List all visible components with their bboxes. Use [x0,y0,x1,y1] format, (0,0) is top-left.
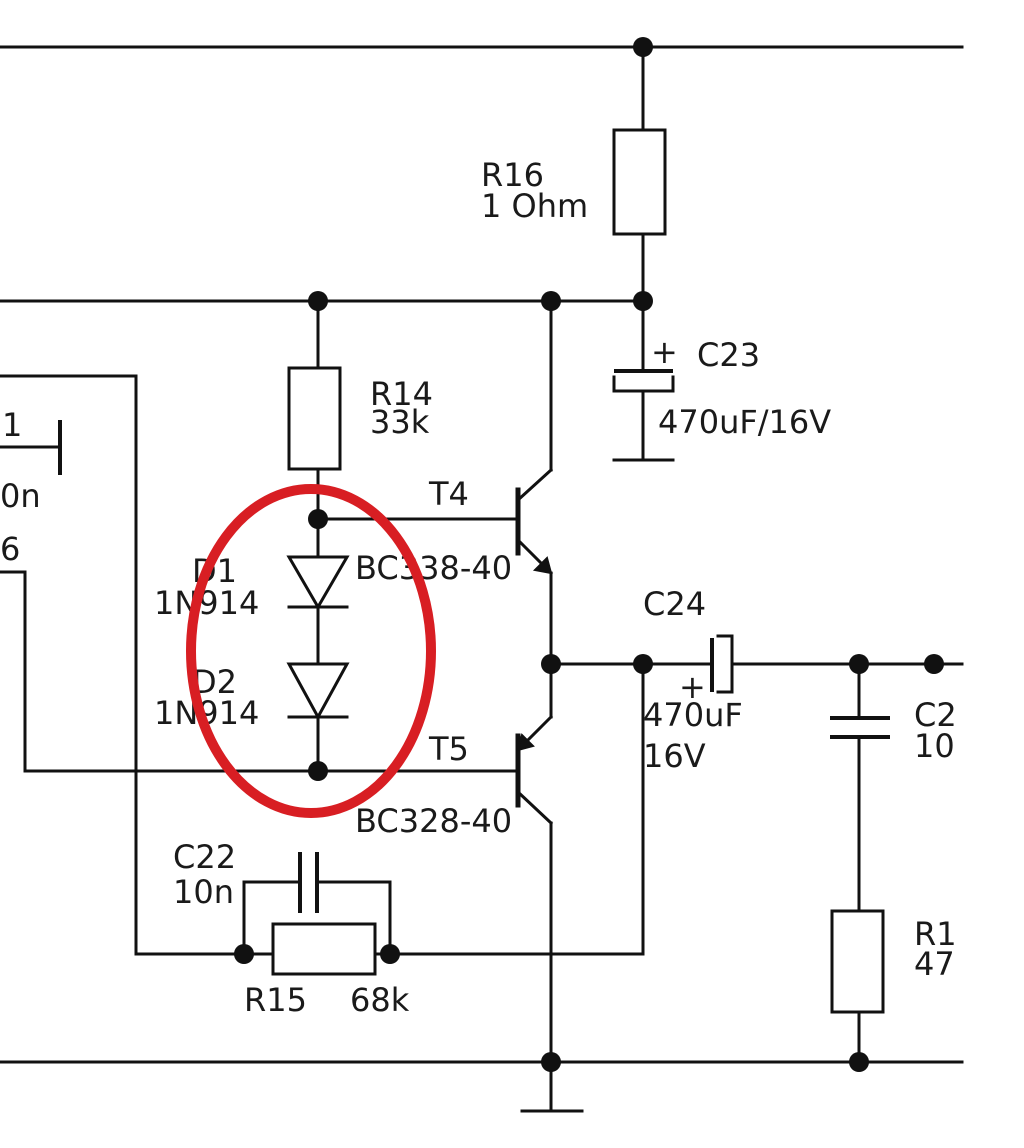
r17-value: 47 [914,945,955,983]
c25-capacitor [830,662,890,913]
d1-diode [286,509,350,666]
c23-name: C23 [697,336,760,374]
c24-plus: + [679,668,706,706]
r14-value: 33k [370,403,430,441]
c22-name: C22 [173,838,236,876]
crop-edge [964,0,1024,1148]
c23-value: 470uF/16V [658,403,831,441]
r17-name: R1 [914,915,957,953]
second-rail [0,291,653,311]
c23-capacitor [612,299,675,462]
c23-plus: + [651,333,678,371]
d1-type: 1N914 [154,584,259,622]
feedback-network [134,662,645,976]
top-supply-rail [0,37,964,57]
r14-resistor [287,299,342,521]
ground-rail [0,1052,964,1072]
left-label-fragment-1: 1 [2,406,22,444]
left-label-fragment-3: 6 [0,530,20,568]
highlight-circle [186,484,436,818]
t5-transistor [23,662,554,1064]
r15-name: R15 [244,981,307,1019]
c25-name: C2 [914,696,957,734]
r14-name: R14 [370,375,433,413]
c25-value: 10 [914,727,955,765]
t5-type: BC328-40 [355,802,512,840]
t4-name: T4 [428,475,469,513]
d2-diode [286,662,350,781]
left-label-fragment-2: 0n [0,477,41,515]
t4-type: BC338-40 [355,549,512,587]
r16-resistor [612,45,667,303]
r15-value: 68k [350,981,410,1019]
t5-name: T5 [428,730,469,768]
ground-symbol [520,1060,584,1113]
c24-capacitor [710,634,964,694]
c24-name: C24 [643,585,706,623]
r16-name: R16 [481,156,544,194]
r17-resistor [830,909,885,1064]
c24-voltage: 16V [643,737,706,775]
r16-value: 1 Ohm [481,187,588,225]
left-input-wiring [0,374,138,956]
t4-transistor [316,299,554,666]
c24-value: 470uF [643,696,743,734]
c22-value: 10n [173,873,234,911]
